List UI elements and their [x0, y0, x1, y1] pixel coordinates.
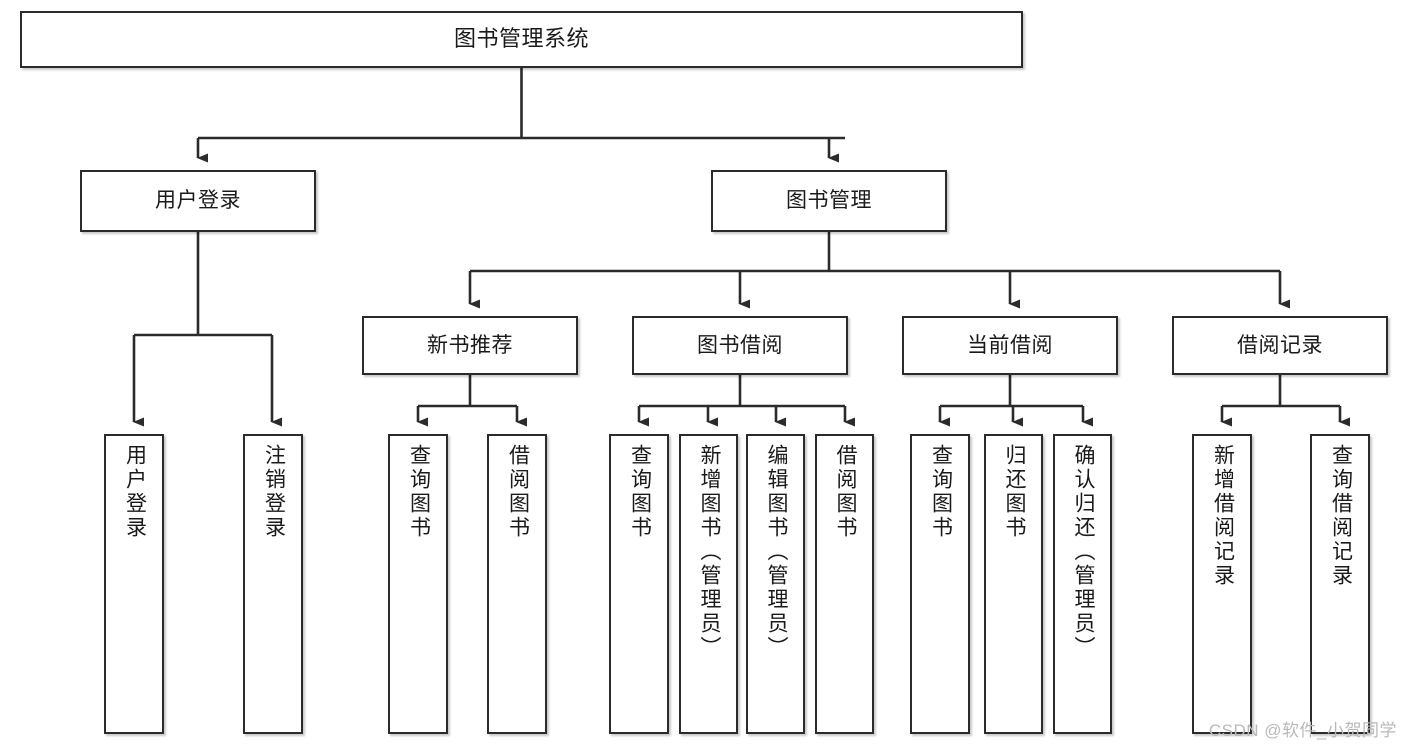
- node-leaf-user-login-label: 用户登录: [123, 444, 147, 540]
- node-leaf-edit-book[interactable]: 编辑图书（管理员）: [746, 434, 805, 734]
- node-leaf-query-book-current-label: 查询图书: [929, 444, 953, 540]
- node-new-book-recommend[interactable]: 新书推荐: [362, 316, 578, 375]
- node-leaf-add-loan-record-label: 新增借阅记录: [1211, 444, 1235, 588]
- node-current-loan[interactable]: 当前借阅: [902, 316, 1118, 375]
- node-leaf-query-book-recommend[interactable]: 查询图书: [388, 434, 448, 734]
- edge-new-book-rec-to-leaves: [416, 375, 527, 427]
- node-leaf-add-loan-record[interactable]: 新增借阅记录: [1192, 434, 1252, 734]
- node-leaf-add-book[interactable]: 新增图书（管理员）: [679, 434, 738, 734]
- node-leaf-query-loan-record[interactable]: 查询借阅记录: [1310, 434, 1370, 734]
- edge-root-to-level1: [196, 68, 845, 163]
- node-user-login[interactable]: 用户登录: [80, 170, 316, 232]
- node-book-manage-label: 图书管理: [786, 189, 872, 213]
- node-leaf-return-book-label: 归还图书: [1002, 444, 1026, 540]
- node-root[interactable]: 图书管理系统: [20, 11, 1023, 68]
- node-book-borrow[interactable]: 图书借阅: [632, 316, 848, 375]
- node-leaf-borrow-book-label: 借阅图书: [833, 444, 857, 540]
- node-leaf-query-book-current[interactable]: 查询图书: [910, 434, 970, 734]
- edge-book-manage-to-level2: [468, 232, 1290, 309]
- node-leaf-borrow-book-recommend[interactable]: 借阅图书: [487, 434, 547, 734]
- node-leaf-query-book-recommend-label: 查询图书: [407, 444, 431, 540]
- node-leaf-user-login[interactable]: 用户登录: [104, 434, 164, 734]
- node-leaf-add-book-label: 新增图书（管理员）: [697, 444, 721, 660]
- node-leaf-logout-label: 注销登录: [262, 444, 286, 540]
- node-leaf-query-book-borrow-label: 查询图书: [628, 444, 652, 540]
- node-book-borrow-label: 图书借阅: [697, 333, 783, 357]
- node-user-login-label: 用户登录: [155, 189, 241, 213]
- node-current-loan-label: 当前借阅: [967, 333, 1053, 357]
- node-loan-record-label: 借阅记录: [1237, 333, 1323, 357]
- node-root-label: 图书管理系统: [453, 26, 589, 52]
- node-loan-record[interactable]: 借阅记录: [1172, 316, 1388, 375]
- node-leaf-query-loan-record-label: 查询借阅记录: [1329, 444, 1353, 588]
- node-leaf-edit-book-label: 编辑图书（管理员）: [764, 444, 788, 660]
- node-book-manage[interactable]: 图书管理: [711, 170, 947, 232]
- node-leaf-query-book-borrow[interactable]: 查询图书: [609, 434, 669, 734]
- edge-loan-record-to-leaves: [1220, 375, 1350, 427]
- node-leaf-return-book[interactable]: 归还图书: [984, 434, 1043, 734]
- node-new-book-recommend-label: 新书推荐: [427, 333, 513, 357]
- node-leaf-confirm-return[interactable]: 确认归还（管理员）: [1053, 434, 1112, 734]
- node-leaf-logout[interactable]: 注销登录: [243, 434, 303, 734]
- node-leaf-borrow-book-recommend-label: 借阅图书: [506, 444, 530, 540]
- edge-current-loan-to-leaves: [938, 375, 1093, 427]
- watermark-text: CSDN @软件_小贺同学: [1208, 721, 1397, 740]
- edge-book-borrow-to-leaves: [637, 375, 855, 427]
- node-leaf-borrow-book[interactable]: 借阅图书: [815, 434, 874, 734]
- edge-user-login-to-leaves: [132, 232, 282, 427]
- node-leaf-confirm-return-label: 确认归还（管理员）: [1071, 444, 1095, 660]
